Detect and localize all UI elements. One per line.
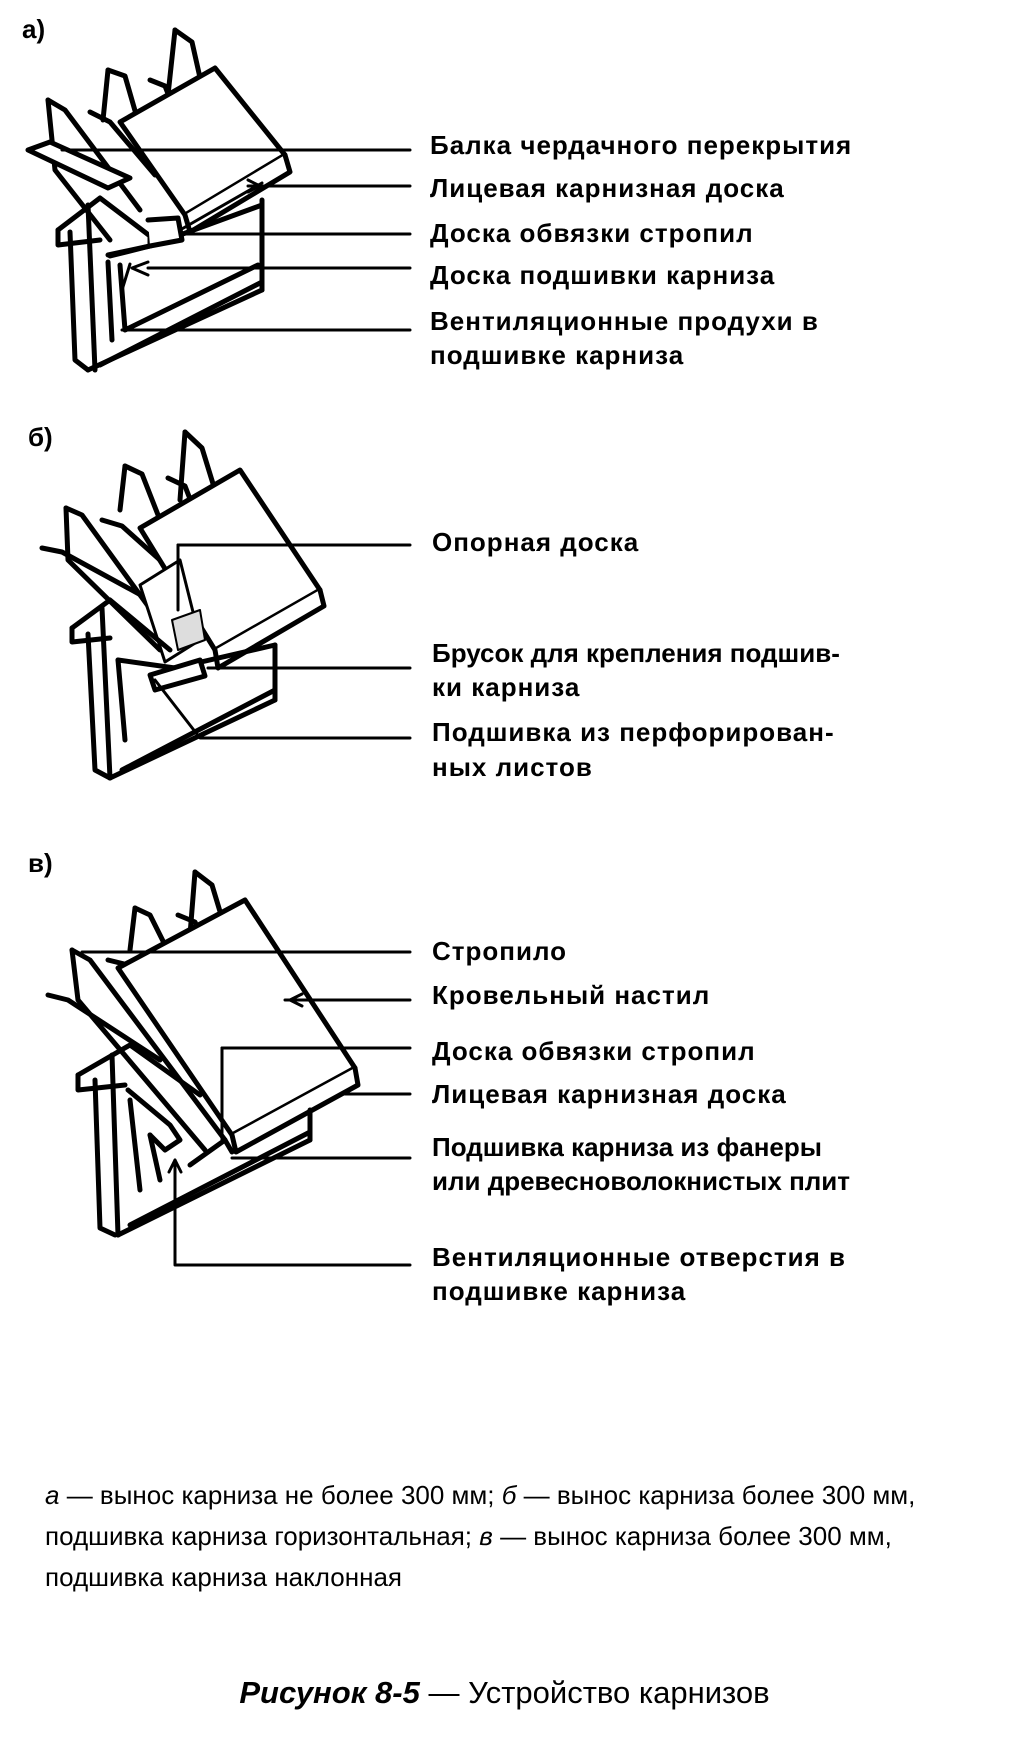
- label-rafter: Стропило: [432, 936, 568, 966]
- label-plywood-line2: или древесноволокнистых плит: [432, 1166, 851, 1196]
- drawing-a: [25, 27, 412, 373]
- figure-title: Рисунок 8-5 — Устройство карнизов: [0, 1675, 1009, 1711]
- label-perforated-line2: ных листов: [432, 752, 593, 782]
- label-roof-deck: Кровельный настил: [432, 980, 711, 1010]
- caption-b-text: — вынос карниза более 300 мм, подшивка к…: [45, 1480, 916, 1551]
- drawing-c: [45, 869, 412, 1267]
- drawing-b: [39, 429, 412, 781]
- label-rafter-plate: Доска обвязки стропил: [430, 218, 754, 248]
- label-nailer-line1: Брусок для крепления подшив-: [432, 638, 840, 668]
- label-vents-line1: Вентиляционные продухи в: [430, 306, 819, 336]
- label-fascia-board-c: Лицевая карнизная доска: [432, 1079, 787, 1109]
- figure-number: Рисунок 8-5: [239, 1675, 420, 1710]
- panel-a-letter: а): [22, 14, 46, 44]
- caption-a-text: — вынос карниза не более 300 мм;: [59, 1480, 502, 1510]
- label-nailer-line2: ки карниза: [432, 672, 581, 702]
- caption-c-text: — вынос карниза более 300 мм, подшивка к…: [45, 1521, 892, 1592]
- label-vents-line2: подшивке карниза: [430, 340, 685, 370]
- figure-title-text: — Устройство карнизов: [419, 1675, 770, 1710]
- caption-c-letter: в: [479, 1521, 493, 1551]
- label-attic-beam: Балка чердачного перекрытия: [430, 130, 853, 160]
- label-plywood-line1: Подшивка карниза из фанеры: [432, 1132, 822, 1162]
- label-perforated-line1: Подшивка из перфорирован-: [432, 717, 835, 747]
- label-vent-holes-line1: Вентиляционные отверстия в: [432, 1242, 846, 1272]
- panel-c-letter: в): [28, 848, 53, 878]
- panel-b-letter: б): [28, 422, 53, 452]
- caption-a-letter: а: [45, 1480, 60, 1510]
- label-vent-holes-line2: подшивке карниза: [432, 1276, 687, 1306]
- caption-b-letter: б: [501, 1480, 517, 1510]
- figure-caption: а — вынос карниза не более 300 мм; б — в…: [45, 1475, 975, 1598]
- label-support-board: Опорная доска: [432, 527, 640, 557]
- label-rafter-plate-c: Доска обвязки стропил: [432, 1036, 756, 1066]
- label-soffit-board: Доска подшивки карниза: [430, 260, 776, 290]
- label-fascia-board: Лицевая карнизная доска: [430, 173, 785, 203]
